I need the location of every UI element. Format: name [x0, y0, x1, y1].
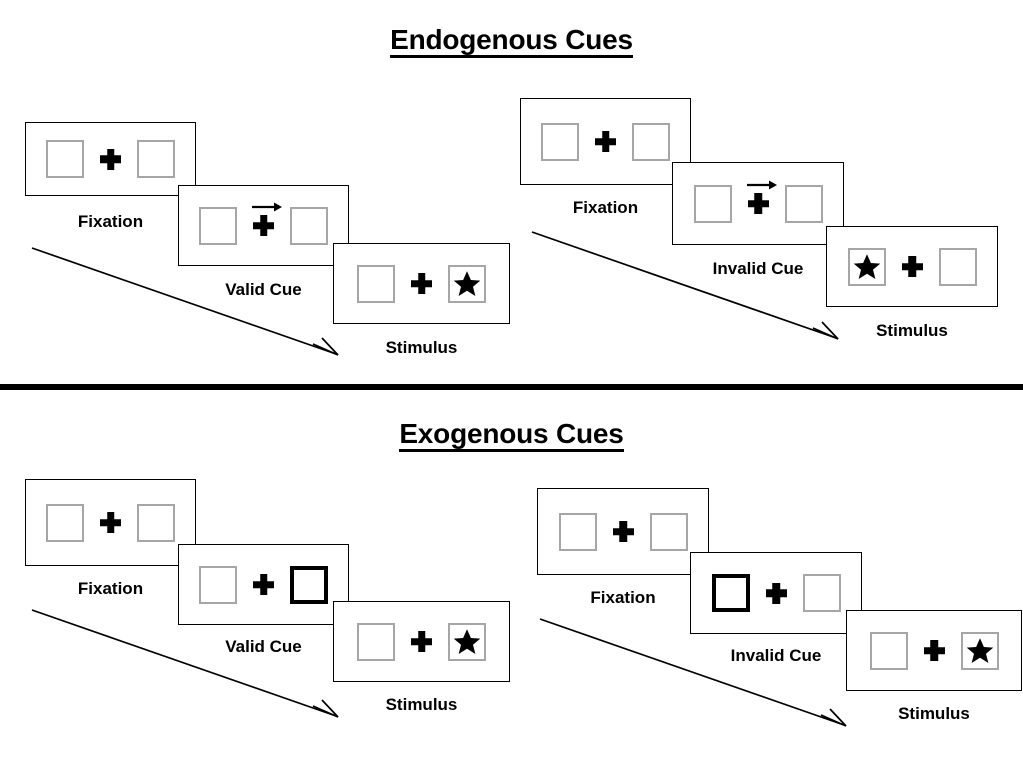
cue-marker: [252, 202, 282, 236]
plus-cross-icon: [253, 215, 274, 236]
time-flow-arrow-icon: [539, 618, 847, 727]
plus-cross-icon: [613, 521, 634, 542]
stimulus-frame-target[interactable]: [333, 601, 510, 682]
frame-label-cue: Valid Cue: [225, 280, 302, 299]
star-icon: [453, 628, 481, 654]
plus-cross-icon: [253, 574, 274, 595]
plus-cross-icon: [411, 631, 432, 652]
arrow-right-icon: [252, 202, 282, 212]
frame-label-cue: Invalid Cue: [730, 646, 822, 665]
time-flow-arrow-icon: [31, 247, 339, 356]
section-endogenous: Endogenous Cues Fixation: [0, 0, 1023, 386]
section-divider: [0, 384, 1023, 390]
frame-label-fixation: Fixation: [572, 198, 639, 217]
stimulus-frame-fixation[interactable]: [25, 479, 196, 566]
placeholder-box-right-cued: [290, 565, 328, 604]
placeholder-box-right: [649, 512, 688, 551]
frame-content: [558, 512, 688, 551]
plus-cross-icon: [924, 640, 945, 661]
stimulus-frame-target[interactable]: [333, 243, 510, 324]
plus-cross-icon: [748, 193, 769, 214]
placeholder-box-right-target: [448, 264, 486, 303]
placeholder-box-left-cued: [711, 574, 750, 612]
time-flow-arrow-icon: [531, 231, 839, 340]
placeholder-box-left: [869, 631, 908, 670]
section-title-exogenous: Exogenous Cues: [0, 418, 1023, 453]
placeholder-box-left: [693, 184, 732, 223]
placeholder-box-left: [558, 512, 597, 551]
star-icon: [453, 270, 481, 296]
stimulus-frame-target[interactable]: [826, 226, 998, 307]
plus-cross-icon: [100, 149, 121, 170]
placeholder-box-right-target: [960, 631, 999, 670]
time-flow-arrow-icon: [31, 609, 339, 718]
cue-marker: [746, 180, 777, 214]
placeholder-box-right: [938, 247, 977, 286]
arrow-right-icon: [746, 180, 777, 190]
frame-content: [357, 622, 486, 661]
frame-content: [869, 631, 999, 670]
section-title-exogenous-text: Exogenous Cues: [399, 419, 624, 453]
frame-label-fixation: Fixation: [590, 588, 656, 607]
trial-sequence-exogenous-invalid: Fixation Invalid Cue Stimulus: [510, 392, 1023, 767]
frame-label-cue: Invalid Cue: [712, 259, 804, 278]
frame-content: [46, 503, 175, 542]
placeholder-box-right: [632, 122, 670, 161]
frame-content: [199, 202, 328, 245]
placeholder-box-left: [199, 565, 237, 604]
stimulus-frame-cue[interactable]: [672, 162, 844, 245]
trial-sequence-exogenous-valid: Fixation Valid Cue Stimulus: [0, 392, 520, 767]
trial-sequence-endogenous-valid: Fixation Valid Cue: [0, 0, 520, 386]
frame-content: [541, 122, 670, 161]
placeholder-box-left: [46, 140, 84, 178]
placeholder-box-left: [199, 206, 237, 245]
section-exogenous: Exogenous Cues Fixation Valid Cue: [0, 392, 1023, 767]
plus-cross-icon: [100, 512, 121, 533]
stimulus-frame-cue[interactable]: [178, 544, 349, 625]
frame-content: [46, 140, 175, 178]
section-title-endogenous-text: Endogenous Cues: [390, 25, 633, 59]
frame-label-target: Stimulus: [876, 321, 948, 340]
placeholder-box-left: [541, 122, 579, 161]
stimulus-frame-target[interactable]: [846, 610, 1022, 691]
frame-label-fixation: Fixation: [77, 212, 144, 231]
plus-cross-icon: [902, 256, 923, 277]
frame-content: [199, 565, 328, 604]
placeholder-box-left-target: [847, 247, 886, 286]
frame-content: [711, 574, 841, 612]
frame-label-fixation: Fixation: [77, 579, 144, 598]
plus-cross-icon: [411, 273, 432, 294]
frame-label-target: Stimulus: [385, 338, 458, 357]
frame-content: [357, 264, 486, 303]
placeholder-box-right: [802, 574, 841, 612]
frame-label-cue: Valid Cue: [225, 637, 302, 656]
star-icon: [966, 637, 993, 663]
frame-content: [693, 180, 823, 223]
frame-content: [847, 247, 977, 286]
trial-sequence-endogenous-invalid: Fixation Invalid Cue: [510, 0, 1023, 386]
placeholder-box-right: [784, 184, 823, 223]
placeholder-box-left: [357, 264, 395, 303]
stimulus-frame-fixation[interactable]: [25, 122, 196, 196]
placeholder-box-right: [137, 140, 175, 178]
star-icon: [853, 253, 880, 279]
section-title-endogenous: Endogenous Cues: [0, 24, 1023, 59]
plus-cross-icon: [595, 131, 616, 152]
placeholder-box-right: [137, 503, 175, 542]
placeholder-box-right-target: [448, 622, 486, 661]
placeholder-box-right: [290, 206, 328, 245]
frame-label-target: Stimulus: [385, 695, 458, 714]
frame-label-target: Stimulus: [898, 704, 970, 723]
stimulus-frame-cue[interactable]: [178, 185, 349, 266]
stimulus-frame-fixation[interactable]: [537, 488, 709, 575]
plus-cross-icon: [766, 583, 787, 604]
stimulus-frame-cue[interactable]: [690, 552, 862, 634]
placeholder-box-left: [357, 622, 395, 661]
stimulus-frame-fixation[interactable]: [520, 98, 691, 185]
placeholder-box-left: [46, 503, 84, 542]
